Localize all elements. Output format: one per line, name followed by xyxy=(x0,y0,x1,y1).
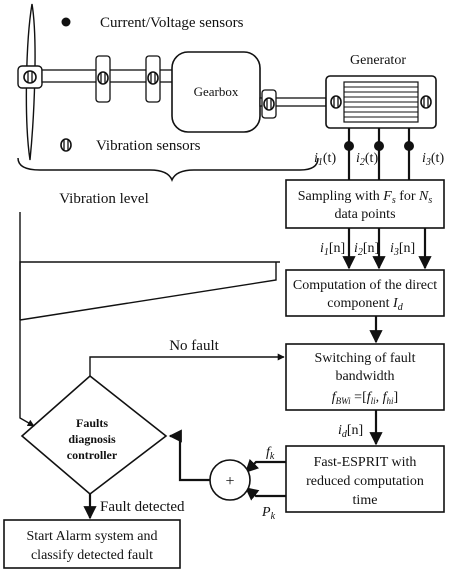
vibration-sensor-icon xyxy=(23,70,37,84)
controller-line2: diagnosis xyxy=(68,432,116,446)
signal-fk: fk xyxy=(266,445,275,462)
vibration-sensor-icon xyxy=(330,95,342,109)
vibration-sensor-icon xyxy=(147,71,159,85)
line-to-controller xyxy=(19,261,280,320)
arrow-no-fault xyxy=(89,353,285,376)
switching-line1: Switching of fault xyxy=(314,351,415,366)
no-fault-label: No fault xyxy=(169,338,219,354)
fault-detected-label: Fault detected xyxy=(100,499,185,515)
direct-component-line1: Computation of the direct xyxy=(293,278,437,293)
legend-vibration: Vibration sensors xyxy=(96,138,201,154)
current-sensor-icon xyxy=(404,141,414,151)
signal-pk: Pk xyxy=(261,505,276,522)
signal-i1-t: i1(t) xyxy=(314,151,336,168)
signal-i2-n: i2[n] xyxy=(354,241,379,258)
switching-line2: bandwidth xyxy=(335,369,394,384)
generator-label: Generator xyxy=(350,53,406,68)
legend-current-voltage: Current/Voltage sensors xyxy=(100,15,244,31)
switching-line3: fBWi =[fli, fhi] xyxy=(332,390,398,406)
summing-junction-symbol: + xyxy=(225,473,234,490)
vibration-sensor-icon xyxy=(263,97,275,111)
alarm-line2: classify detected fault xyxy=(31,548,153,563)
arrow-pk xyxy=(244,487,286,501)
sampling-line2: data points xyxy=(334,207,395,222)
arrow-fk xyxy=(245,458,286,473)
vibration-sensor-legend-icon xyxy=(60,138,72,152)
vibration-sensor-icon xyxy=(97,71,109,85)
current-sensor-legend-icon xyxy=(61,17,71,27)
direct-component-line2: component Id xyxy=(327,296,403,313)
esprit-line1: Fast-ESPRIT with xyxy=(314,455,417,470)
wind-turbine-drivetrain: Gearbox Generator xyxy=(17,3,437,161)
current-taps: i1(t) i2(t) i3(t) xyxy=(314,128,444,180)
current-sensor-icon xyxy=(344,141,354,151)
current-sensor-icon xyxy=(374,141,384,151)
signal-i1-n: i1[n] xyxy=(320,241,345,258)
legend: Current/Voltage sensors Vibration sensor… xyxy=(60,15,244,154)
switching-block xyxy=(285,343,445,411)
alarm-line1: Start Alarm system and xyxy=(26,529,157,544)
generator-fins xyxy=(344,86,418,118)
vibration-level-label: Vibration level xyxy=(59,191,149,207)
esprit-block xyxy=(285,445,445,513)
vibration-level-brace xyxy=(17,157,319,183)
controller-line3: controller xyxy=(67,448,118,462)
vibration-sensor-icon xyxy=(420,95,432,109)
signal-i3-n: i3[n] xyxy=(390,241,415,258)
controller-line1: Faults xyxy=(76,416,108,430)
signal-id-n: id[n] xyxy=(338,423,363,440)
sampling-block xyxy=(285,179,445,229)
signal-i3-t: i3(t) xyxy=(422,151,444,168)
gearbox-block xyxy=(171,51,261,133)
sampling-line1: Sampling with Fs for Ns xyxy=(298,189,433,206)
arrow-summer-to-controller xyxy=(168,429,210,482)
esprit-line2: reduced computation xyxy=(306,474,424,489)
signal-i2-t: i2(t) xyxy=(356,151,378,168)
direct-component-block xyxy=(285,269,445,317)
direct-feedback-line xyxy=(19,262,277,321)
alarm-block xyxy=(3,519,181,569)
esprit-line3: time xyxy=(353,493,378,508)
gearbox-label: Gearbox xyxy=(194,84,239,99)
